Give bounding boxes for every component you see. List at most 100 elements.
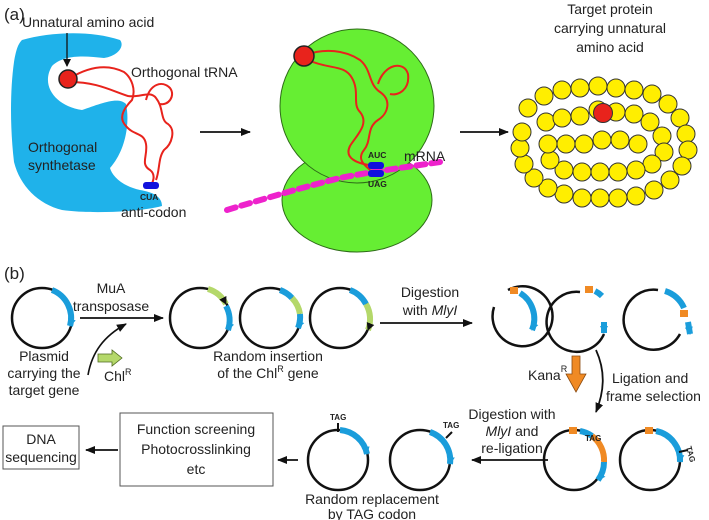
- orthogonal-synthetase-shape: [11, 33, 162, 213]
- protein-bead: [676, 124, 696, 144]
- mrna-strand: [224, 159, 443, 213]
- protein-bead: [524, 168, 544, 188]
- protein-bead: [572, 188, 592, 208]
- protein-bead: [642, 84, 662, 104]
- protein-bead: [556, 134, 576, 154]
- protein-bead: [642, 154, 662, 174]
- protein-bead: [552, 80, 572, 100]
- target-protein-chain: [510, 76, 698, 208]
- trna-loop: [145, 83, 174, 106]
- label-auc: AUC: [368, 150, 386, 160]
- protein-bead: [672, 156, 692, 176]
- arrow-b-ligation: [595, 349, 604, 413]
- protein-bead: [552, 108, 572, 128]
- codon-uag-marker: [368, 170, 384, 177]
- protein-bead: [538, 178, 558, 198]
- label-sequencing: sequencing: [5, 449, 77, 465]
- label-kanar: KanaR: [528, 364, 568, 383]
- label-plasmid-3: target gene: [9, 382, 80, 398]
- label-transposase: transposase: [73, 298, 149, 314]
- label-plasmid-2: carrying the: [7, 365, 80, 381]
- protein-bead: [610, 130, 630, 150]
- protein-bead: [518, 98, 538, 118]
- label-anti-codon: anti-codon: [121, 204, 186, 220]
- label-random-insertion-2: of the ChlR gene: [217, 364, 319, 381]
- label-target-protein-3: amino acid: [576, 39, 644, 55]
- plasmid-original: [10, 286, 76, 350]
- protein-bead: [628, 134, 648, 154]
- label-chlr: ChlR: [104, 367, 132, 384]
- label-etc: etc: [187, 461, 206, 477]
- protein-bead: [512, 122, 532, 142]
- protein-bead: [640, 112, 660, 132]
- codon-auc-marker: [368, 162, 384, 169]
- protein-bead: [574, 134, 594, 154]
- linear-plasmid-3: [622, 288, 693, 351]
- label-ligation-1: Ligation and: [612, 370, 688, 386]
- protein-bead: [572, 162, 592, 182]
- protein-bead: [540, 150, 560, 170]
- label-random-insertion-1: Random insertion: [213, 348, 323, 364]
- label-plasmid-1: Plasmid: [19, 348, 69, 364]
- label-tag-right: TAG: [684, 445, 697, 463]
- label-dna: DNA: [26, 431, 56, 447]
- panel-b-label: (b): [4, 264, 25, 283]
- protein-bead: [570, 106, 590, 126]
- label-tag-left: TAG: [330, 413, 346, 422]
- label-random-replacement-2: by TAG codon: [328, 506, 416, 520]
- protein-bead: [606, 78, 626, 98]
- plasmid-tag-1: [618, 427, 689, 492]
- label-photocrosslinking: Photocrosslinking: [141, 441, 251, 457]
- protein-bead: [514, 154, 534, 174]
- label-ligation-2: frame selection: [606, 388, 701, 404]
- linear-plasmid-1: [491, 285, 554, 348]
- chl-cassette-arrow: [97, 349, 123, 367]
- label-orthogonal-trna: Orthogonal tRNA: [131, 64, 238, 80]
- protein-bead: [590, 162, 610, 182]
- linear-plasmid-2: [545, 286, 608, 353]
- protein-bead: [510, 138, 530, 158]
- plasmid-insertion-1: [168, 286, 235, 350]
- trna-strand-1: [69, 66, 155, 186]
- label-uag: UAG: [368, 179, 387, 189]
- protein-bead: [534, 86, 554, 106]
- label-religation-3: re-ligation: [481, 440, 542, 456]
- protein-bead: [554, 160, 574, 180]
- ribosome-trna-loop: [377, 64, 410, 96]
- protein-bead: [660, 170, 680, 190]
- dna-sequencing-box: [2, 425, 80, 470]
- label-religation-1: Digestion with: [468, 406, 555, 422]
- unnatural-amino-acid-dot: [58, 69, 78, 89]
- label-mua: MuA: [97, 280, 126, 296]
- label-digestion-2: with MlyI: [402, 302, 458, 318]
- trna-strand-2: [69, 81, 174, 181]
- plasmid-tag-2: [388, 428, 455, 492]
- protein-bead: [608, 188, 628, 208]
- label-mrna: mRNA: [404, 148, 446, 164]
- protein-bead: [644, 180, 664, 200]
- label-synthetase: synthetase: [28, 157, 96, 173]
- protein-bead: [678, 140, 698, 160]
- label-tag-kana: TAG: [585, 434, 601, 443]
- label-random-replacement-1: Random replacement: [305, 491, 439, 507]
- protein-unnatural-amino-acid-bead: [593, 103, 613, 123]
- protein-bead: [592, 130, 612, 150]
- protein-bead: [536, 112, 556, 132]
- protein-bead: [670, 108, 690, 128]
- protein-bead: [624, 104, 644, 124]
- label-cua: CUA: [140, 192, 158, 202]
- panel-a-label: (a): [4, 5, 25, 24]
- protein-bead: [626, 160, 646, 180]
- plasmid-insertion-3: [308, 286, 375, 350]
- protein-bead: [658, 94, 678, 114]
- ribosome-trna-strand-2: [307, 59, 377, 167]
- protein-bead: [654, 142, 674, 162]
- kana-cassette-arrow: [565, 355, 587, 393]
- protein-bead: [590, 188, 610, 208]
- label-target-protein-1: Target protein: [567, 1, 653, 17]
- label-orthogonal: Orthogonal: [28, 139, 97, 155]
- protein-bead: [624, 80, 644, 100]
- protein-bead: [570, 78, 590, 98]
- label-unnatural-amino-acid: Unnatural amino acid: [22, 14, 154, 30]
